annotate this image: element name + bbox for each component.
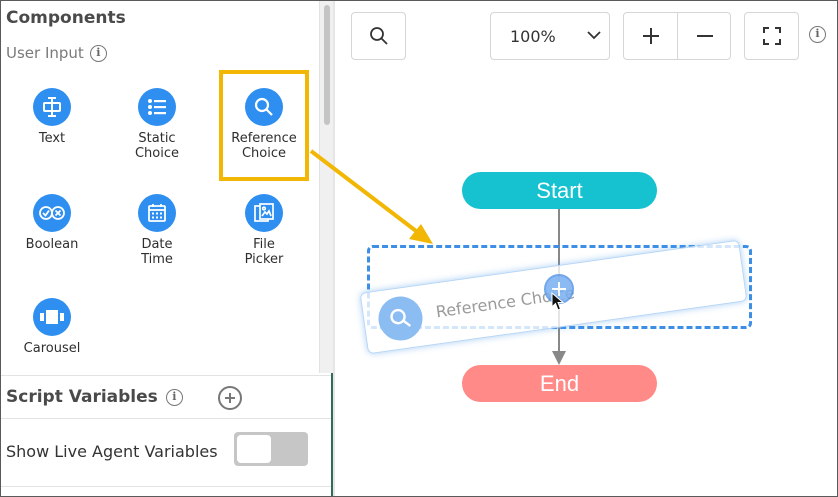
panel-title: Components	[6, 8, 126, 28]
script-variables-section: Script Variables i	[1, 375, 331, 419]
search-button[interactable]	[351, 12, 406, 60]
mouse-cursor-icon	[551, 292, 565, 311]
dragged-reference-choice[interactable]: Reference Choice	[359, 239, 748, 355]
boolean-toggle-icon	[33, 194, 71, 232]
panel-divider-accent	[331, 373, 333, 496]
live-agent-variables-label: Show Live Agent Variables	[6, 442, 218, 461]
list-icon	[138, 88, 176, 126]
start-node[interactable]: Start	[462, 172, 657, 209]
component-label: Boolean	[25, 237, 79, 252]
user-input-section-header: User Input i	[6, 44, 107, 62]
zoom-out-button[interactable]	[678, 13, 731, 59]
reference-choice-highlight	[219, 70, 309, 181]
search-icon	[369, 27, 388, 45]
zoom-controls	[623, 12, 731, 60]
flow-canvas[interactable]: 100% i Start End Refe	[335, 1, 837, 496]
calendar-icon	[138, 194, 176, 232]
component-file-picker[interactable]: File Picker	[214, 194, 314, 267]
search-icon	[245, 88, 283, 126]
component-boolean[interactable]: Boolean	[2, 194, 102, 252]
component-reference-choice[interactable]: Reference Choice	[214, 88, 314, 161]
info-icon[interactable]: i	[89, 44, 107, 62]
panel-scrollbar-thumb[interactable]	[324, 5, 330, 125]
component-static-choice[interactable]: Static Choice	[107, 88, 207, 161]
zoom-divider	[677, 13, 678, 59]
chevron-down-icon	[587, 31, 601, 40]
drop-zone	[367, 245, 752, 329]
component-label: Carousel	[23, 341, 81, 356]
component-text[interactable]: Text	[2, 88, 102, 146]
script-variables-header: Script Variables i	[6, 387, 183, 407]
carousel-icon	[33, 298, 71, 336]
component-label: Text	[38, 131, 66, 146]
toggle-knob	[237, 435, 271, 463]
end-node[interactable]: End	[462, 365, 657, 402]
add-variable-button[interactable]	[218, 386, 242, 410]
plus-icon	[642, 28, 659, 44]
component-label: Date Time	[141, 237, 173, 267]
live-agent-variables-row: Show Live Agent Variables	[1, 419, 331, 487]
fullscreen-icon	[762, 27, 781, 45]
panel-divider[interactable]	[333, 1, 335, 496]
panel-scrollbar[interactable]	[319, 1, 333, 373]
live-agent-variables-toggle[interactable]	[234, 432, 308, 466]
fullscreen-button[interactable]	[744, 12, 799, 60]
search-icon	[375, 293, 426, 344]
info-icon[interactable]: i	[165, 388, 183, 406]
script-variables-title: Script Variables	[6, 387, 158, 407]
zoom-level-value: 100%	[510, 27, 556, 46]
minus-icon	[696, 35, 713, 37]
text-field-icon	[33, 88, 71, 126]
file-picker-icon	[245, 194, 283, 232]
component-label: Static Choice	[134, 131, 180, 161]
components-panel: Components User Input i Text Static Choi…	[1, 1, 333, 496]
component-label: Reference Choice	[231, 131, 297, 161]
component-carousel[interactable]: Carousel	[2, 298, 102, 356]
component-label: File Picker	[244, 237, 284, 267]
zoom-in-button[interactable]	[624, 13, 677, 59]
user-input-label: User Input	[6, 44, 84, 62]
component-date-time[interactable]: Date Time	[107, 194, 207, 267]
components-scroll-area: Components User Input i Text Static Choi…	[1, 1, 319, 373]
info-icon[interactable]: i	[809, 26, 826, 43]
zoom-level-select[interactable]: 100%	[490, 12, 610, 60]
